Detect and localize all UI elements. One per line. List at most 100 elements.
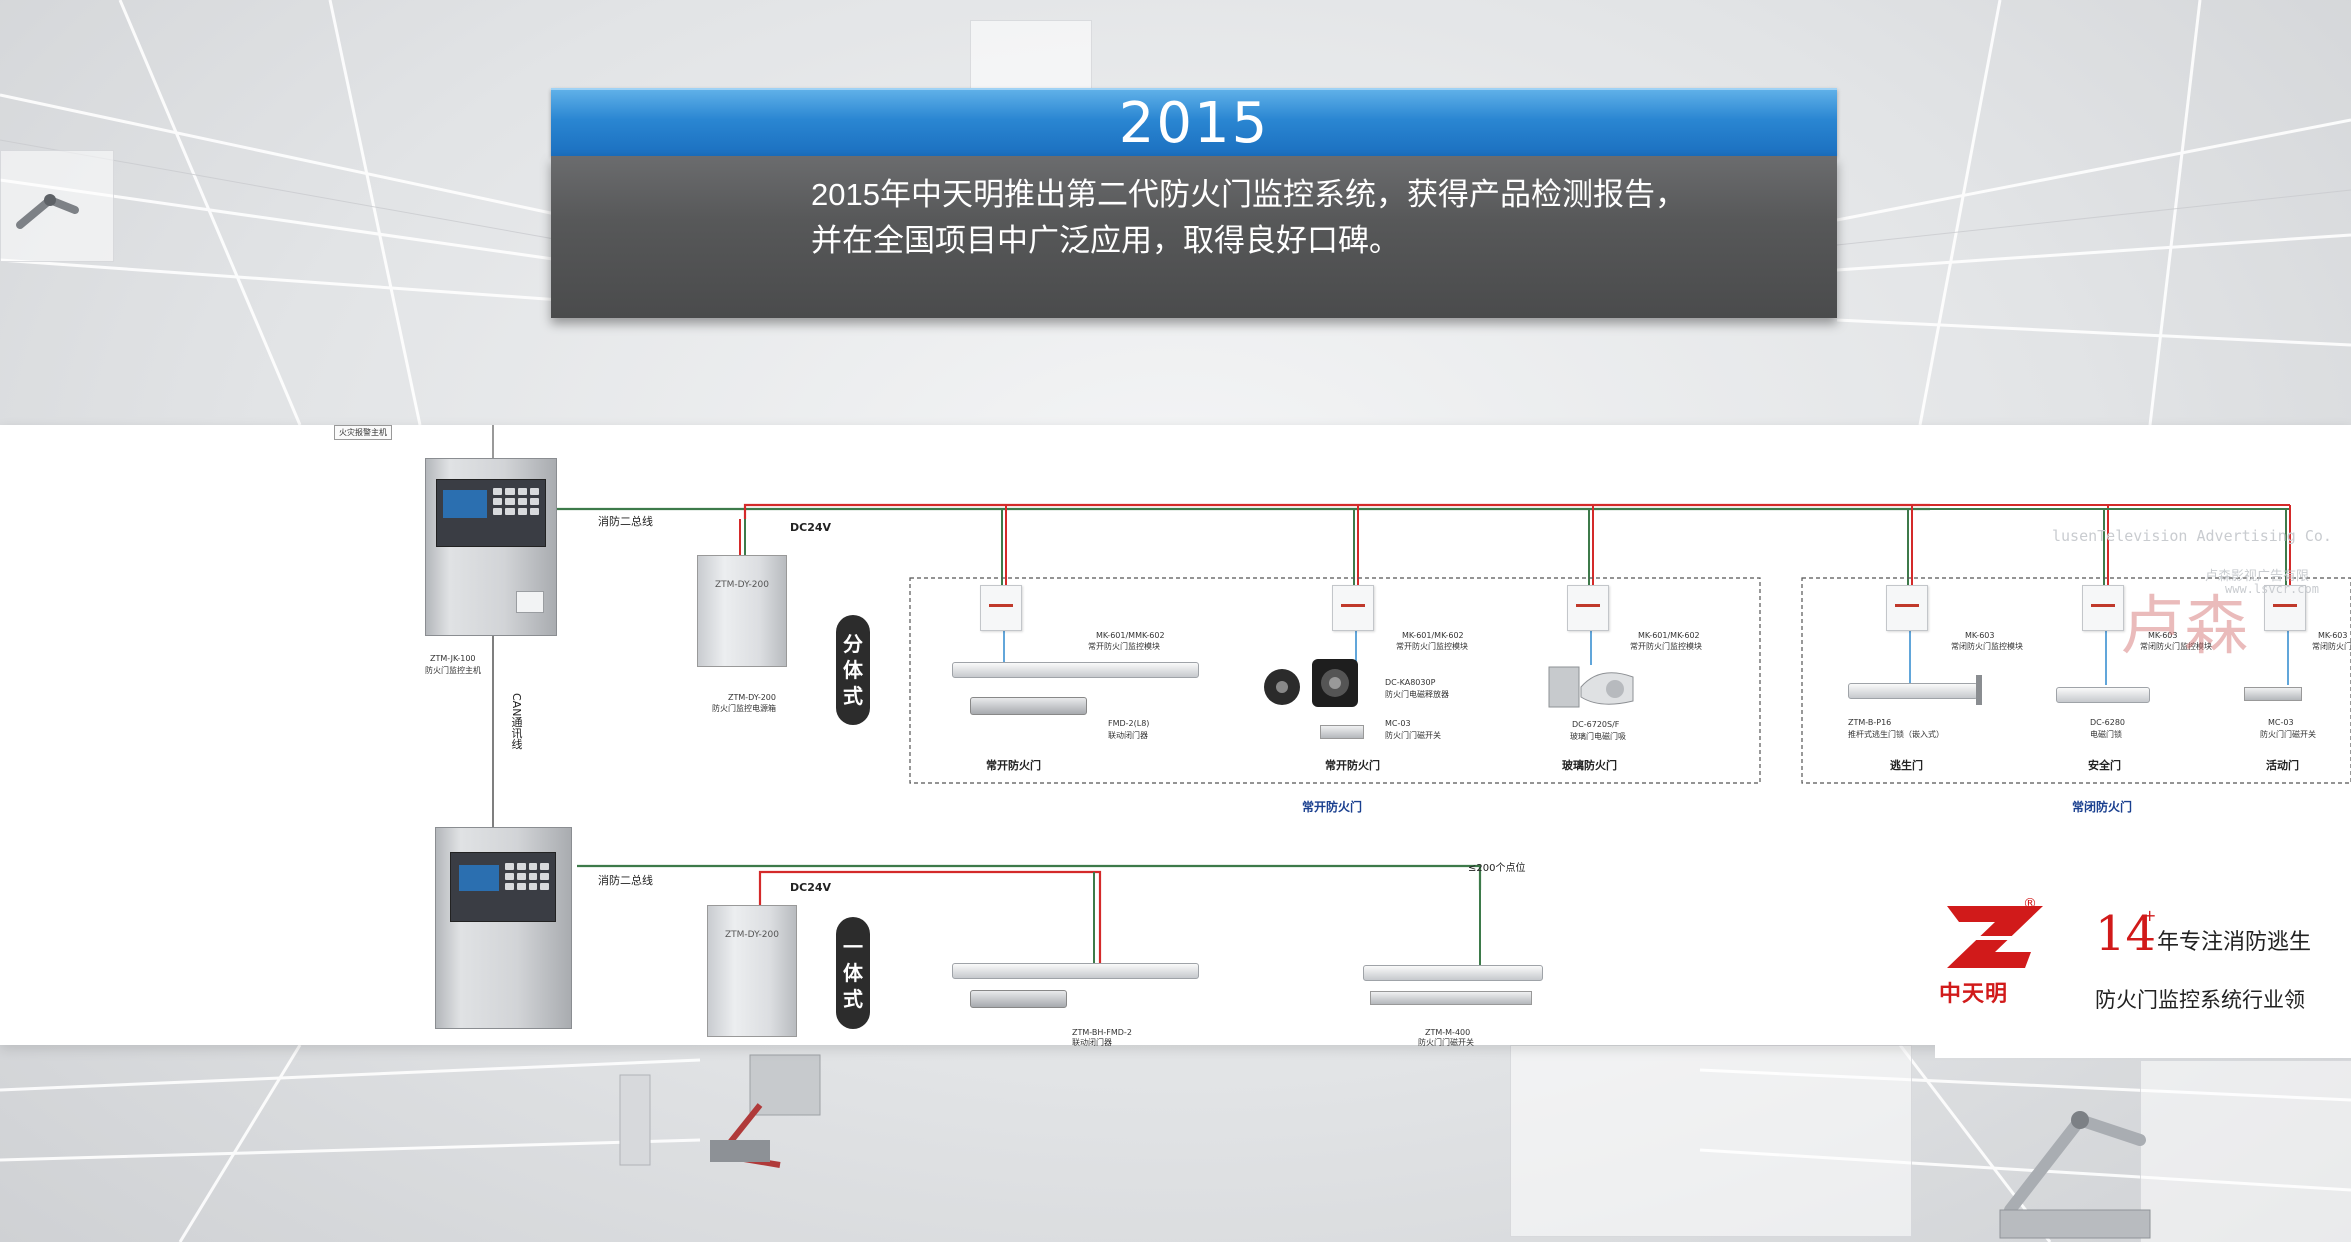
door-label: 逃生门 [1890, 759, 1923, 772]
door-hold-bar [952, 662, 1199, 678]
door-monitor-module [980, 585, 1022, 631]
device-name: 电磁门锁 [2090, 730, 2122, 739]
host-control-panel [436, 479, 546, 547]
bottom-device-name: 联动闭门器 [1072, 1038, 1112, 1047]
closed-door-group-title: 常闭防火门 [2072, 800, 2133, 814]
psu-model-label: ZTM-DY-200 [728, 693, 776, 702]
device2-name: 防火门门磁开关 [1385, 731, 1441, 740]
registered-mark: ® [2023, 896, 2037, 912]
module-name: 常开防火门监控模块 [1088, 642, 1160, 651]
watermark-seal: 卢森 [2120, 590, 2248, 664]
door-magnet-rail [1363, 965, 1543, 981]
brand-years: 14 [2095, 906, 2157, 962]
device-name: 防火门门磁开关 [2260, 730, 2316, 739]
caption-line-1: 2015年中天明推出第二代防火门监控系统，获得产品检测报告， [811, 177, 1686, 212]
host-vent [516, 591, 544, 613]
integrated-door-closer-bar [952, 963, 1199, 979]
module-name: 常开防火门监控模块 [1396, 642, 1468, 651]
module-model: MK-603 [2148, 631, 2178, 640]
device-model: FMD-2(L8) [1108, 719, 1150, 728]
integrated-power-box: ZTM-DY-200 [707, 905, 797, 1037]
module-name: 常闭防火门监控模块 [1951, 642, 2023, 651]
module-model: MK-603 [2318, 631, 2348, 640]
open-door-group-title: 常开防火门 [1302, 800, 1363, 814]
door-magnet-switch [1320, 725, 1364, 739]
door-magnet-switch [1370, 991, 1532, 1005]
monitoring-host-cabinet [425, 458, 557, 636]
company-logo-icon [1947, 906, 2043, 968]
background-card [2140, 1060, 2351, 1242]
caption-line-2: 并在全国项目中广泛应用，取得良好口碑。 [811, 223, 1400, 258]
device-model: DC-6720S/F [1572, 720, 1620, 729]
caption-text: 2015年中天明推出第二代防火门监控系统，获得产品检测报告， 并在全国项目中广泛… [811, 172, 1777, 264]
electromagnetic-release [1264, 659, 1358, 707]
brand-years-plus: + [2143, 906, 2157, 925]
diagram-wiring [492, 425, 2351, 965]
device-model: ZTM-B-P16 [1848, 718, 1892, 727]
dc-label-bottom: DC24V [790, 881, 832, 894]
door-label: 活动门 [2266, 759, 2299, 772]
device-name: 推杆式逃生门锁（嵌入式） [1848, 730, 1944, 739]
psu-face-label: ZTM-DY-200 [725, 930, 779, 940]
host-keypad [505, 863, 549, 890]
door-closer-thumbnail [1999, 1111, 2151, 1239]
module-name: 常闭防火门监控模块 [2312, 642, 2351, 651]
module-model: MK-601/MK-602 [1402, 631, 1464, 640]
door-monitor-module [2082, 585, 2124, 631]
integrated-host-cabinet [435, 827, 572, 1029]
watermark-company-cn: 卢森影视广告有限 [2205, 569, 2310, 584]
power-supply-box: ZTM-DY-200 [697, 555, 787, 667]
can-bus-label: CAN通讯线 [510, 693, 523, 750]
module-model: MK-603 [1965, 631, 1995, 640]
lock-handle [1976, 675, 1982, 705]
device-model: DC-KA8030P [1385, 678, 1436, 687]
year-title: 2015 [1118, 90, 1270, 156]
host-name-label: 防火门监控主机 [425, 666, 481, 675]
psu-face-label: ZTM-DY-200 [715, 580, 769, 590]
lock-hardware-thumbnail [619, 1054, 821, 1168]
integrated-door-closer [970, 990, 1067, 1008]
brand-slogan-2: 防火门监控系统行业领 [2095, 989, 2305, 1012]
host-control-panel [450, 852, 556, 922]
host-keypad [493, 488, 539, 515]
door-monitor-module [1567, 585, 1609, 631]
door-magnet-switch [2244, 687, 2302, 701]
background-card [1510, 1045, 1912, 1237]
door-monitor-module [2264, 585, 2306, 631]
door-closer-thumbnail [16, 194, 79, 229]
bottom-device-model: ZTM-BH-FMD-2 [1072, 1028, 1132, 1037]
bus-label-bottom: 消防二总线 [598, 874, 653, 887]
module-name: 常闭防火门监控模块 [2140, 642, 2212, 651]
brand-slogan-1: 年专注消防逃生 [2157, 929, 2312, 954]
door-label: 常开防火门 [986, 759, 1041, 772]
caption-panel: 2015年中天明推出第二代防火门监控系统，获得产品检测报告， 并在全国项目中广泛… [551, 156, 1837, 318]
host-screen [443, 490, 487, 518]
glass-door-holder [1548, 666, 1634, 708]
door-label: 安全门 [2088, 759, 2121, 772]
dc-label-top: DC24V [790, 521, 832, 534]
device-name: 防火门电磁释放器 [1385, 690, 1449, 699]
module-model: MK-601/MMK-602 [1096, 631, 1165, 640]
linked-door-closer [970, 697, 1087, 715]
device2-model: MC-03 [1385, 719, 1411, 728]
watermark-url: www.lsvcr.com [2225, 582, 2319, 596]
device-name: 联动闭门器 [1108, 731, 1148, 740]
integrated-type-badge: 一 体 式 [836, 917, 870, 1029]
background-card [970, 20, 1092, 92]
brand-block: ® 中天明 14 + 年专注消防逃生 防火门监控系统行业领 [1935, 896, 2351, 1058]
psu-name-label: 防火门监控电源箱 [712, 704, 776, 713]
bottom-device-model: ZTM-M-400 [1425, 1028, 1471, 1037]
door-label: 玻璃防火门 [1562, 759, 1617, 772]
electromagnetic-lock [2056, 687, 2150, 703]
host-model-label: ZTM-JK-100 [430, 654, 476, 663]
device-model: MC-03 [2268, 718, 2294, 727]
brand-name: 中天明 [1939, 982, 2009, 1007]
door-label: 常开防火门 [1325, 759, 1380, 772]
bus-label-top: 消防二总线 [598, 515, 653, 528]
split-type-badge: 分 体 式 [836, 615, 870, 725]
module-model: MK-601/MK-602 [1638, 631, 1700, 640]
system-diagram: 火灾报警主机 ZTM-JK-100 防火门监控主机 消防二总线 DC24V CA… [0, 425, 2351, 1058]
module-name: 常开防火门监控模块 [1630, 642, 1702, 651]
device-model: DC-6280 [2090, 718, 2125, 727]
